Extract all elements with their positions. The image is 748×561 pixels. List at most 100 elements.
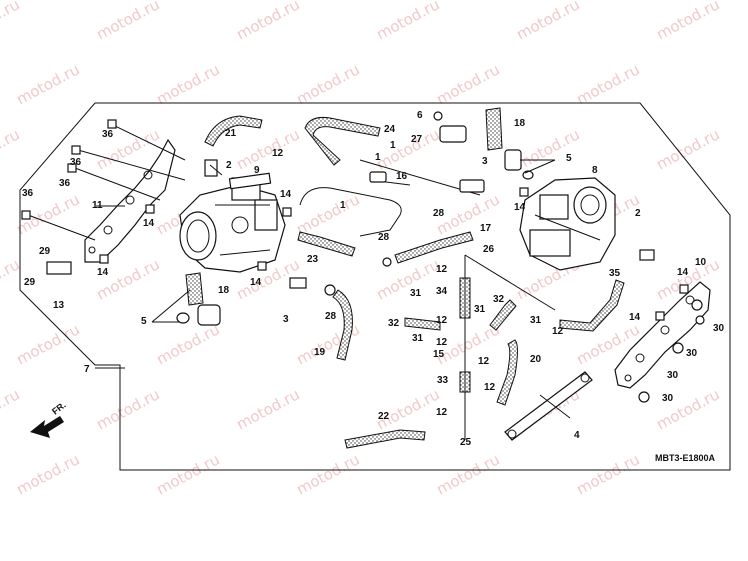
- sensor-assembly: [176, 149, 534, 326]
- watermark-text: motod.ru: [0, 125, 23, 173]
- callout-14: 14: [143, 218, 155, 229]
- watermark-text: motod.ru: [153, 320, 222, 368]
- callout-36: 36: [70, 157, 82, 168]
- callout-32: 32: [388, 318, 400, 329]
- callout-35: 35: [609, 268, 621, 279]
- callout-31: 31: [474, 304, 486, 315]
- callout-18: 18: [218, 285, 230, 296]
- callout-1: 1: [390, 140, 396, 151]
- callout-14: 14: [629, 312, 641, 323]
- callout-6: 6: [417, 110, 423, 121]
- callout-28: 28: [378, 232, 390, 243]
- callout-14: 14: [514, 202, 526, 213]
- callout-17: 17: [480, 223, 492, 234]
- watermark-text: motod.ru: [293, 60, 362, 108]
- callout-31: 31: [410, 288, 422, 299]
- callout-12: 12: [272, 148, 284, 159]
- callout-14: 14: [97, 267, 109, 278]
- callout-18: 18: [514, 118, 526, 129]
- watermark-text: motod.ru: [153, 450, 222, 498]
- watermark-text: motod.ru: [0, 385, 23, 433]
- callout-12: 12: [436, 337, 448, 348]
- hoses: [185, 107, 625, 449]
- callout-3: 3: [482, 156, 488, 167]
- callout-12: 12: [436, 407, 448, 418]
- diagram-code: MBT3-E1800A: [655, 453, 716, 463]
- callout-30: 30: [686, 348, 698, 359]
- callout-20: 20: [530, 354, 542, 365]
- bolts-36: [21, 119, 186, 241]
- watermark-text: motod.ru: [433, 60, 502, 108]
- callout-10: 10: [695, 257, 707, 268]
- callout-8: 8: [592, 165, 598, 176]
- callout-32: 32: [493, 294, 505, 305]
- callout-11: 11: [92, 200, 103, 211]
- left-carburetor: [179, 172, 286, 273]
- watermark-text: motod.ru: [373, 385, 442, 433]
- assembly-outline: [19, 102, 731, 471]
- callout-14: 14: [280, 189, 292, 200]
- small-fittings: [46, 111, 705, 403]
- callout-30: 30: [713, 323, 725, 334]
- callout-28: 28: [433, 208, 445, 219]
- callout-12: 12: [436, 264, 448, 275]
- callout-9: 9: [254, 165, 260, 176]
- callout-29: 29: [39, 246, 51, 257]
- callout-labels: 1112233455678910111212121212121212131414…: [22, 110, 725, 448]
- direction-label: FR.: [50, 400, 68, 417]
- callout-28: 28: [325, 311, 337, 322]
- callout-2: 2: [226, 160, 232, 171]
- callout-33: 33: [437, 375, 449, 386]
- callout-4: 4: [574, 430, 580, 441]
- watermark-text: motod.ru: [93, 385, 162, 433]
- callout-12: 12: [484, 382, 496, 393]
- callout-29: 29: [24, 277, 36, 288]
- watermark-text: motod.ru: [13, 450, 82, 498]
- callout-1: 1: [340, 200, 346, 211]
- watermark-text: motod.ru: [13, 60, 82, 108]
- watermark-text: motod.ru: [0, 255, 23, 303]
- watermark-text: motod.ru: [0, 0, 23, 44]
- callout-30: 30: [667, 370, 679, 381]
- leader-lines: [95, 159, 571, 419]
- callout-16: 16: [396, 171, 408, 182]
- callout-15: 15: [433, 349, 445, 360]
- callout-36: 36: [102, 129, 114, 140]
- watermark-text: motod.ru: [233, 385, 302, 433]
- callout-14: 14: [677, 267, 689, 278]
- callout-5: 5: [141, 316, 147, 327]
- callout-31: 31: [412, 333, 424, 344]
- callout-3: 3: [283, 314, 289, 325]
- watermark-text: motod.ru: [233, 0, 302, 44]
- watermark-text: motod.ru: [573, 60, 642, 108]
- callout-30: 30: [662, 393, 674, 404]
- callout-27: 27: [411, 134, 423, 145]
- callout-14: 14: [250, 277, 262, 288]
- watermark-text: motod.ru: [513, 0, 582, 44]
- watermark-text: motod.ru: [293, 450, 362, 498]
- watermark-text: motod.ru: [13, 320, 82, 368]
- callout-31: 31: [530, 315, 542, 326]
- callout-12: 12: [436, 315, 448, 326]
- callout-25: 25: [460, 437, 472, 448]
- callout-22: 22: [378, 411, 390, 422]
- callout-7: 7: [84, 364, 90, 375]
- callout-5: 5: [566, 153, 572, 164]
- watermark-text: motod.ru: [653, 0, 722, 44]
- callout-13: 13: [53, 300, 65, 311]
- callout-19: 19: [314, 347, 326, 358]
- watermark-text: motod.ru: [373, 0, 442, 44]
- callout-12: 12: [552, 326, 564, 337]
- callout-23: 23: [307, 254, 319, 265]
- watermark-text: motod.ru: [153, 60, 222, 108]
- callout-21: 21: [225, 128, 237, 139]
- callout-36: 36: [59, 178, 71, 189]
- callout-34: 34: [436, 286, 448, 297]
- watermark-text: motod.ru: [433, 450, 502, 498]
- watermark-text: motod.ru: [513, 125, 582, 173]
- callout-26: 26: [483, 244, 495, 255]
- watermark-text: motod.ru: [93, 0, 162, 44]
- watermark-text: motod.ru: [233, 125, 302, 173]
- callout-2: 2: [635, 208, 641, 219]
